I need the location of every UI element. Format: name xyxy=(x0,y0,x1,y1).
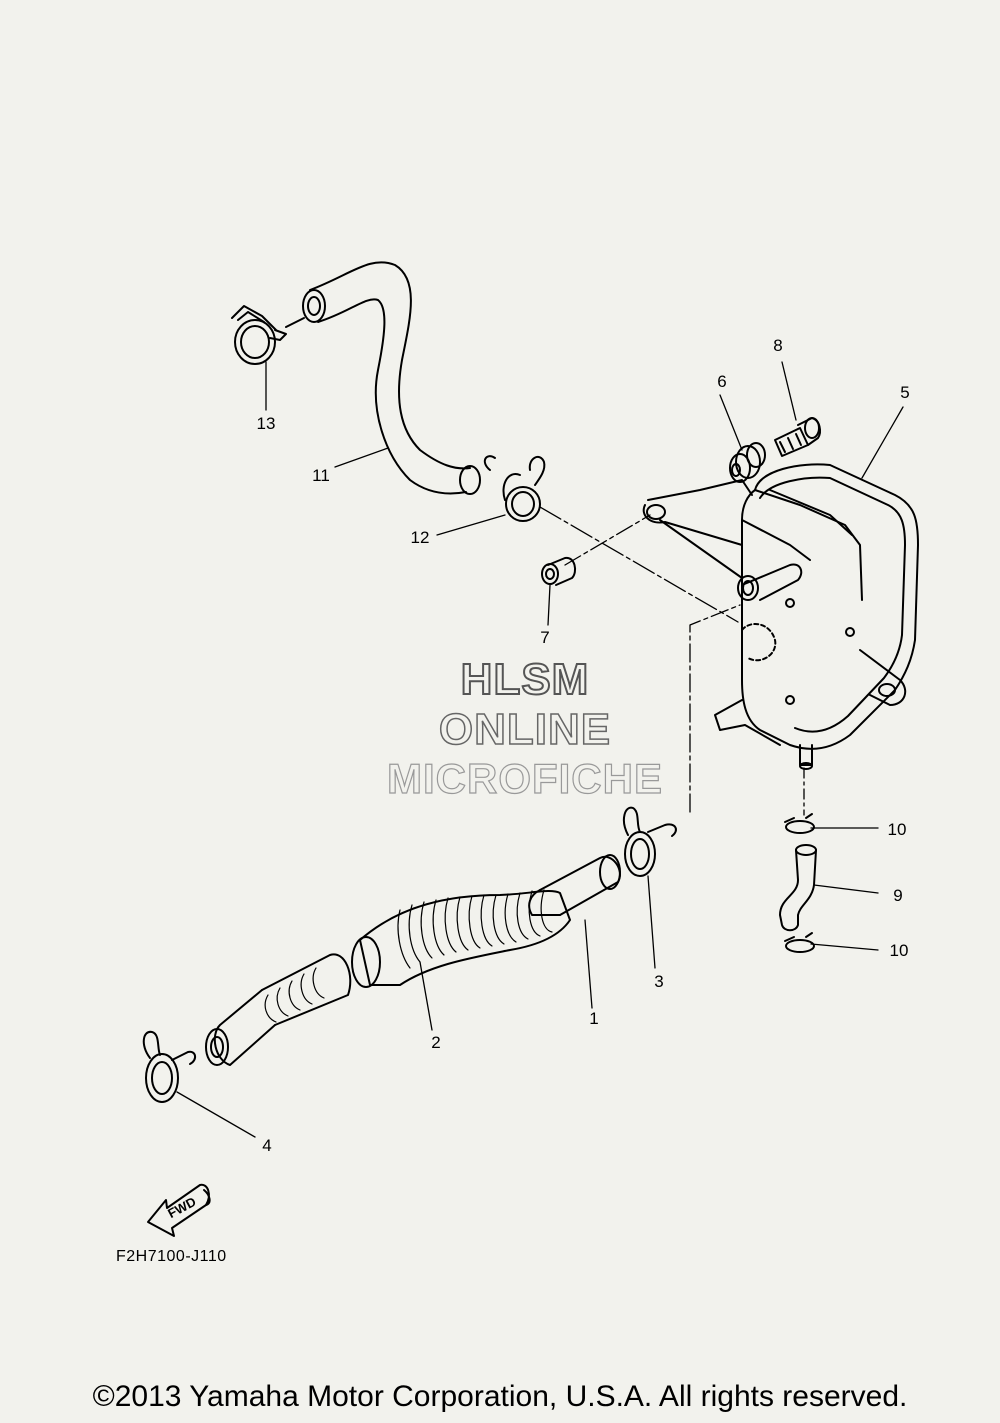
callout-1: 1 xyxy=(589,1009,599,1028)
collar-7 xyxy=(541,556,577,586)
grommet-6 xyxy=(729,442,766,483)
watermark-line-1: HLSM xyxy=(460,654,590,705)
copyright-notice: ©2013 Yamaha Motor Corporation, U.S.A. A… xyxy=(92,1380,908,1413)
callout-leaders xyxy=(176,361,904,1138)
clamp-12 xyxy=(483,455,546,522)
assembly-lines xyxy=(539,506,805,816)
callout-12: 12 xyxy=(410,528,430,547)
callout-11: 11 xyxy=(312,466,330,485)
callout-10-lower: 10 xyxy=(889,941,909,960)
box-5 xyxy=(642,463,919,770)
callout-7: 7 xyxy=(540,628,550,647)
callout-9: 9 xyxy=(893,886,903,905)
callout-2: 2 xyxy=(431,1033,441,1052)
callout-3: 3 xyxy=(654,972,664,991)
watermark-line-3: MICROFICHE xyxy=(386,754,663,802)
diagram-code: F2H7100-J110 xyxy=(116,1248,227,1265)
clamp-4 xyxy=(142,1030,196,1103)
callout-8: 8 xyxy=(773,336,783,355)
clamp-13 xyxy=(231,305,305,365)
callout-6: 6 xyxy=(717,372,727,391)
bolt-8 xyxy=(774,417,821,457)
clip-10-upper xyxy=(784,813,815,834)
callout-5: 5 xyxy=(900,383,910,402)
callout-4: 4 xyxy=(262,1136,272,1155)
watermark-line-2: ONLINE xyxy=(438,704,612,755)
fwd-arrow-icon xyxy=(147,1183,211,1237)
hose-9 xyxy=(779,844,817,932)
hose-2 xyxy=(205,889,571,1066)
callout-13: 13 xyxy=(256,414,276,433)
clamp-3 xyxy=(622,806,677,877)
callout-10-upper: 10 xyxy=(887,820,907,839)
hose-11 xyxy=(302,261,481,495)
hose-1 xyxy=(528,854,621,916)
clip-10-lower xyxy=(784,932,815,953)
